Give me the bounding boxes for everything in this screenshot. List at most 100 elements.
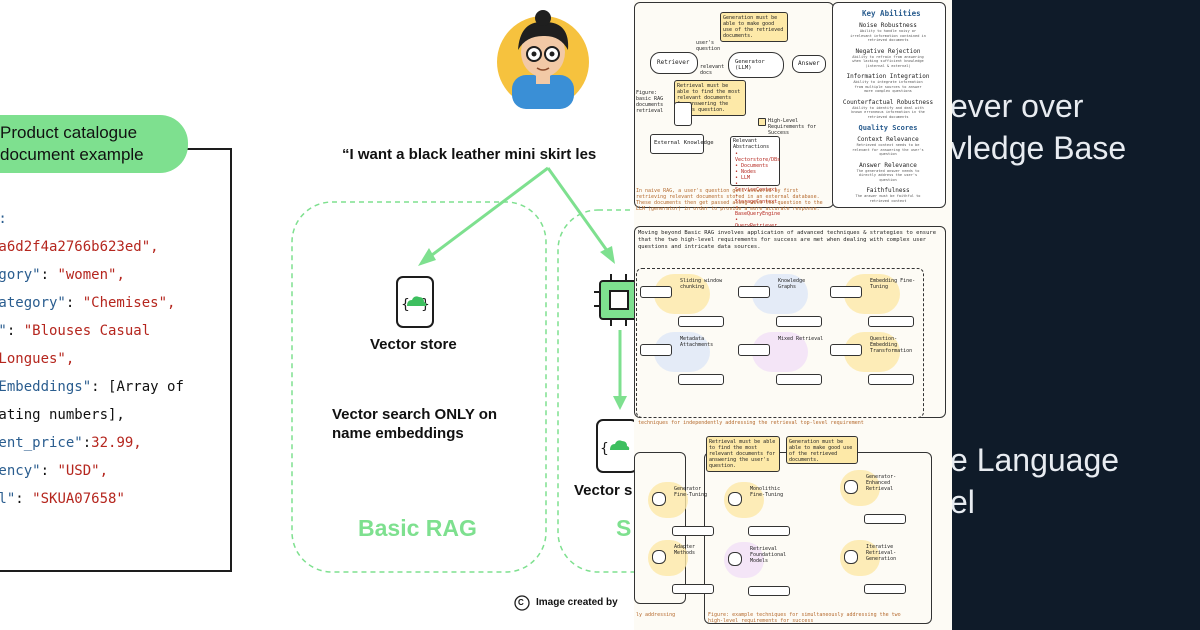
technique-label: Question-Embedding Transformation [870,336,913,354]
ability-desc: Ability to integrate information from mu… [853,80,923,93]
copyright-circle [514,595,530,611]
svg-text:{: { [600,441,609,457]
code-punct: oating numbers], [0,407,125,423]
users-question-label: user's question [696,40,721,52]
advanced-rag-infographic: Generation must be able to make good use… [634,0,952,630]
answer-box: Answer [792,55,826,73]
code-key: eEmbeddings" [0,379,92,395]
abstraction-item: • Nodes [735,169,757,175]
product-catalogue-panel: Product catalogue document example ":6a6… [0,0,290,630]
dark-line1: ever over [952,88,1084,124]
top-caption: In naive RAG, a user's question gets ans… [636,188,823,212]
bottom-generation-note-text: Generation must be able to make good use… [789,439,853,463]
generator-box: Generator (LLM) [728,52,784,78]
bottom-caption-left: ly addressing [636,612,676,618]
code-line: oating numbers], [0,401,184,429]
abstraction-item: • Documents [735,163,769,169]
code-line: eEmbeddings": [Array of [0,373,184,401]
user-query-quote: “I want a black leather mini skirt les [342,146,597,163]
doc-stack [674,102,692,126]
ability-name: Context Relevance [857,136,919,143]
second-rag-title: S [616,515,632,541]
ability-desc: Ability to handle noisy or irrelevant in… [850,29,926,42]
bottom-technique-output [748,586,790,596]
bottom-technique-output [748,526,790,536]
code-line: rency": "USD", [0,457,184,485]
code-value: "women", [57,267,125,283]
technique-label: Mixed Retrieval [778,336,824,342]
technique-input-box [830,344,862,356]
basic-rag-container [291,201,547,573]
technique-output-box [776,316,822,327]
basic-rag-diagram: { } { [291,10,635,611]
technique-input-box [738,286,770,298]
code-line: category": "Chemises", [0,289,184,317]
abstractions-box: Relevant Abstractions • Vectorstore/DBs•… [730,136,780,229]
code-title-badge: Product catalogue document example [0,115,188,173]
hl-requirements-legend-swatch [758,118,766,126]
abilities-box [832,2,946,208]
quality-title: Quality Scores [858,124,918,132]
svg-text:{: { [401,297,410,313]
image-credit: Image created by [536,597,618,608]
basic-rag-panel: { } { “I want a black leather mini skirt… [290,0,635,630]
ability-name: Noise Robustness [859,22,917,29]
code-line: el": "SKUA07658" [0,485,184,513]
retrieval-note-text: Retrieval must be able to find the most … [677,83,741,113]
ability-name: Negative Rejection [855,47,921,55]
bottom-technique-icon [844,480,858,494]
code-value: "Blouses Casual [23,323,151,339]
arrowhead-second [600,246,615,264]
technique-label: Sliding window chunking [680,278,723,290]
bottom-retrieval-note: Retrieval must be able to find the most … [706,436,780,472]
external-knowledge-box: External Knowledge [650,134,714,154]
abstraction-item: • LLM [735,175,751,181]
code-card [0,148,232,572]
arrowhead-down-second [613,396,627,410]
bottom-technique-icon [728,552,742,566]
bottom-technique-icon [652,550,666,564]
bottom-technique-label: Iterative Retrieval-Generation [866,544,897,562]
middle-intro: Moving beyond Basic RAG involves applica… [638,230,937,250]
code-title-line1: Product catalogue [0,123,138,142]
basic-rag-title: Basic RAG [358,515,477,541]
code-punct: : [82,435,92,451]
ability-name: Counterfactual Robustness [842,98,934,106]
bottom-caption: Figure: example techniques for simultane… [708,612,901,624]
retrieval-note: Retrieval must be able to find the most … [674,80,746,116]
ability-desc: Ability to refrain from answering when l… [852,54,924,68]
code-key: category" [0,295,66,311]
code-value: 32.99, [91,435,142,451]
abstraction-item: • ServiceContext [735,181,778,193]
code-line: e": "Blouses Casual [0,317,184,345]
code-key: e" [0,323,7,339]
bottom-technique-label: Generator Fine-Tuning [674,486,708,498]
technique-input-box [830,286,862,298]
bottom-main-frame [704,452,932,624]
code-line: ": [0,205,184,233]
ability-desc: Retrieved context needs to be relevant f… [852,143,924,156]
ability-name: Answer Relevance [859,161,917,169]
technique-output-box [776,374,822,385]
bottom-generation-note: Generation must be able to make good use… [786,436,858,464]
bottom-technique-label: Adapter Methods [674,544,696,556]
code-key: el" [0,491,16,507]
code-line: egory": "women", [0,261,184,289]
vector-s-label: Vector s [574,482,633,499]
external-knowledge-label: External Knowledge [654,140,714,146]
code-punct: : [6,323,24,339]
vector-search-line1: Vector search ONLY on [332,406,498,423]
code-line: 6a6d2f4a2766b623ed", [0,233,184,261]
answer-label: Answer [798,60,820,67]
bottom-technique-output [672,584,714,594]
arrow-to-second [546,167,610,253]
vector-store-icon: { } [396,276,434,328]
bottom-technique-icon [652,492,666,506]
middle-caption: techniques for independently addressing … [638,420,864,426]
bottom-technique-icon [728,492,742,506]
user-avatar [497,10,589,109]
